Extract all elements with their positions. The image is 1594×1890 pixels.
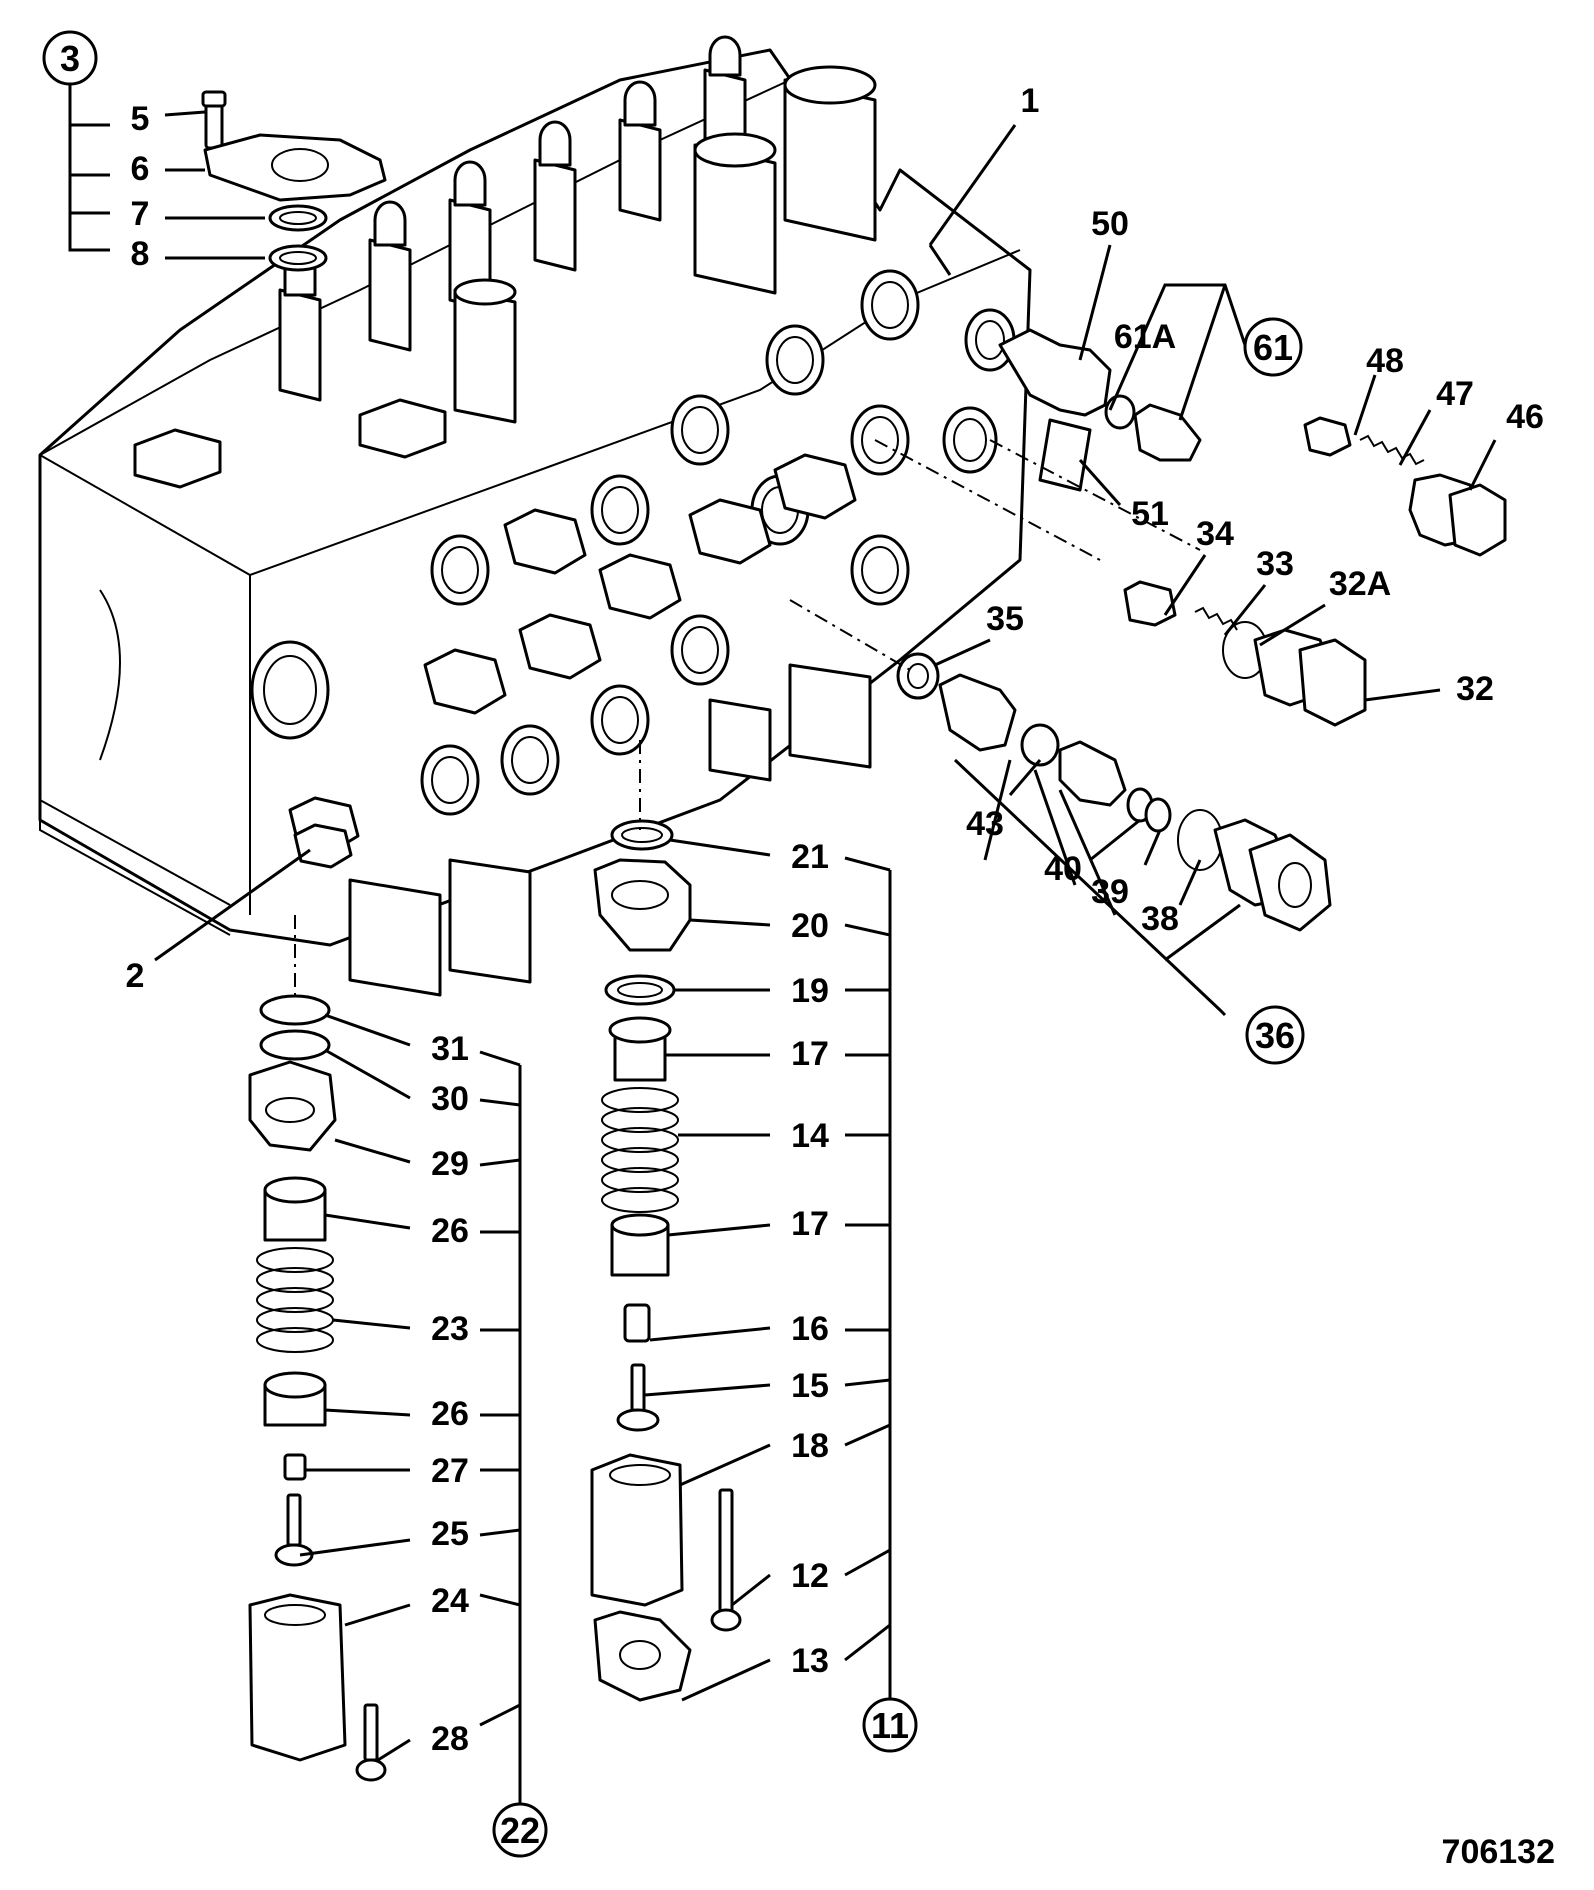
callout-33: 33 — [1256, 545, 1294, 583]
callout-25: 25 — [431, 1515, 469, 1553]
callout-27: 27 — [431, 1452, 469, 1490]
callout-18: 18 — [791, 1427, 829, 1465]
callout-20: 20 — [791, 907, 829, 945]
bottom-caps — [348, 663, 872, 997]
callout-29: 29 — [431, 1145, 469, 1183]
callout-14: 14 — [791, 1117, 829, 1155]
valve-block — [38, 35, 1032, 997]
callout-35: 35 — [986, 600, 1024, 638]
centerlines — [294, 439, 1201, 1000]
callout-46: 46 — [1506, 398, 1544, 436]
callout-11: 11 — [871, 1705, 909, 1746]
callout-26b: 26 — [431, 1395, 469, 1433]
callout-21: 21 — [791, 838, 829, 876]
callout-16: 16 — [791, 1310, 829, 1348]
callout-48: 48 — [1366, 342, 1404, 380]
center-column-parts — [590, 819, 742, 1702]
callout-36: 36 — [1255, 1015, 1295, 1056]
callout-34: 34 — [1196, 515, 1234, 553]
callout-40: 40 — [1044, 850, 1082, 888]
callout-22: 22 — [500, 1810, 540, 1851]
callout-31: 31 — [431, 1030, 469, 1068]
callout-2: 2 — [126, 957, 145, 995]
callout-19: 19 — [791, 972, 829, 1010]
callout-labels: 3 5 6 7 8 1 2 50 61A 61 51 48 47 46 34 3… — [60, 38, 1555, 1871]
figure-number: 706132 — [1442, 1833, 1555, 1871]
top-relief-caps — [453, 65, 877, 424]
spring-14 — [601, 1087, 679, 1213]
callout-39: 39 — [1091, 873, 1129, 911]
callout-32: 32 — [1456, 670, 1494, 708]
callout-8: 8 — [131, 235, 150, 273]
callout-61A: 61A — [1114, 318, 1176, 356]
callout-32A: 32A — [1329, 565, 1391, 603]
callout-50: 50 — [1091, 205, 1129, 243]
part-32-34-assembly — [1123, 580, 1367, 727]
callout-15: 15 — [791, 1367, 829, 1405]
callout-12: 12 — [791, 1557, 829, 1595]
callout-24: 24 — [431, 1582, 469, 1620]
plug-2 — [293, 823, 353, 869]
callout-51: 51 — [1131, 495, 1169, 533]
callout-6: 6 — [131, 150, 150, 188]
callout-26a: 26 — [431, 1212, 469, 1250]
callout-17a: 17 — [791, 1035, 829, 1073]
callout-43: 43 — [966, 805, 1004, 843]
callout-7: 7 — [131, 195, 150, 233]
callout-38: 38 — [1141, 900, 1179, 938]
spring-23 — [256, 1247, 334, 1353]
left-column-parts — [248, 994, 387, 1782]
callout-61: 61 — [1253, 327, 1293, 368]
spool-ends — [278, 35, 747, 402]
callout-30: 30 — [431, 1080, 469, 1118]
callout-23: 23 — [431, 1310, 469, 1348]
leader-lines — [68, 85, 1497, 1805]
callout-13: 13 — [791, 1642, 829, 1680]
block-ports — [420, 269, 1016, 816]
callout-28: 28 — [431, 1720, 469, 1758]
callout-5: 5 — [131, 100, 150, 138]
reference-circles — [42, 30, 1305, 1858]
callout-47: 47 — [1436, 375, 1474, 413]
group-3-parts — [201, 90, 387, 272]
callout-1: 1 — [1021, 82, 1040, 120]
callout-17b: 17 — [791, 1205, 829, 1243]
part-46-48-assembly — [1303, 416, 1507, 557]
callout-3: 3 — [60, 38, 80, 79]
